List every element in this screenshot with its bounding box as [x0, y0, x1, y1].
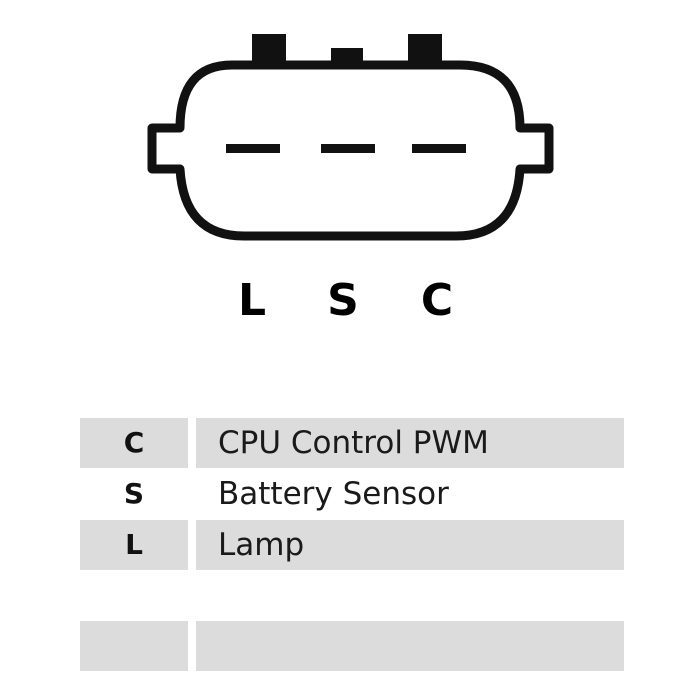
legend-description: Battery Sensor [218, 476, 449, 512]
pin-slot-l [226, 144, 280, 153]
legend-code: L [80, 520, 188, 570]
legend-description: Lamp [196, 520, 624, 570]
legend-description: CPU Control PWM [196, 418, 624, 468]
pin-slot-c [412, 144, 466, 153]
legend-code [80, 571, 188, 621]
legend-row-empty [80, 571, 624, 621]
legend-code: C [80, 418, 188, 468]
legend-row-s: S Battery Sensor [80, 469, 624, 519]
legend-row-c: C CPU Control PWM [80, 418, 624, 468]
legend-code [80, 621, 188, 671]
pin-label-c: C [420, 275, 454, 326]
legend-description [196, 571, 624, 621]
pin-label-l: L [237, 275, 267, 326]
legend-description [196, 621, 624, 671]
pin-slot-s [321, 144, 375, 153]
legend-row-l: L Lamp [80, 520, 624, 570]
legend-code: S [123, 477, 145, 510]
pin-label-s: S [327, 275, 359, 326]
legend-row-empty [80, 621, 624, 671]
connector-diagram [147, 34, 554, 241]
